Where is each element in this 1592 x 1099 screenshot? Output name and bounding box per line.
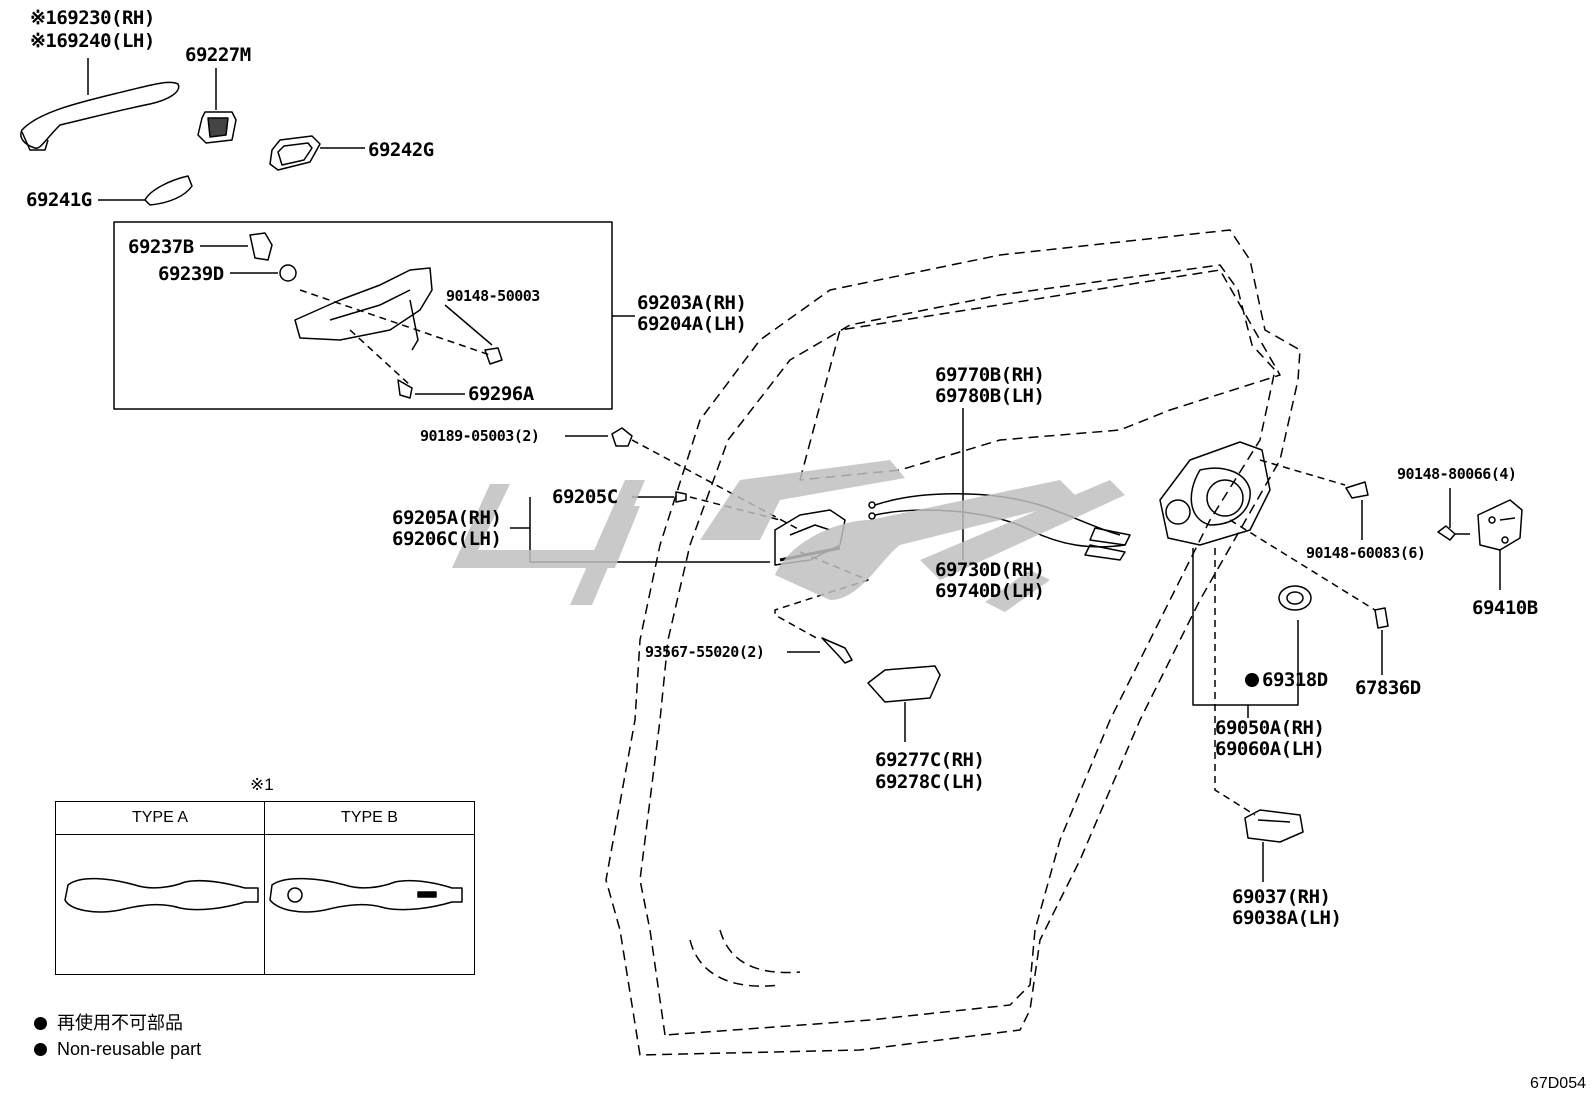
- label-69206c: 69206C(LH): [392, 528, 502, 550]
- label-69277c: 69277C(RH): [875, 749, 985, 771]
- label-69241g: 69241G: [26, 189, 92, 211]
- label-69038a: 69038A(LH): [1232, 907, 1342, 929]
- gasket-69242g-drawing: [269, 135, 365, 171]
- part-67836d-drawing: [1374, 607, 1389, 675]
- label-69730d: 69730D(RH): [935, 559, 1045, 581]
- part-69241g-drawing: [98, 175, 193, 206]
- legend-jp: 再使用不可部品: [34, 1012, 183, 1034]
- label-69237b: 69237B: [128, 236, 194, 258]
- label-69050a: 69050A(RH): [1215, 717, 1325, 739]
- door-outline: [605, 229, 1301, 1056]
- label-69278c: 69278C(LH): [875, 771, 985, 793]
- bracket-69050a: [1192, 548, 1299, 706]
- door-lock-drawing: [1159, 441, 1376, 816]
- label-69227m: 69227M: [185, 44, 251, 66]
- diagram-code: 67D054: [1529, 1075, 1586, 1092]
- label-69296a: 69296A: [468, 383, 534, 405]
- legend-jp-text: 再使用不可部品: [57, 1013, 183, 1033]
- type-b-header: TYPE B: [265, 802, 474, 835]
- part-69239d-drawing: [230, 264, 297, 282]
- legend-en: Non-reusable part: [34, 1038, 201, 1060]
- label-69060a: 69060A(LH): [1215, 738, 1325, 760]
- cover-69277c-drawing: [867, 665, 941, 742]
- bullet-dot-icon: [34, 1017, 47, 1030]
- legend-en-text: Non-reusable part: [57, 1039, 202, 1059]
- outside-handle-drawing: [20, 58, 180, 151]
- handle-frame-drawing: [294, 267, 491, 386]
- label-69740d: 69740D(LH): [935, 580, 1045, 602]
- ring-69318d-drawing: [1278, 585, 1312, 611]
- label-69037: 69037(RH): [1232, 886, 1331, 908]
- label-69205c: 69205C: [552, 486, 618, 508]
- label-69240: ※169240(LH): [30, 30, 155, 52]
- label-69203a: 69203A(RH): [637, 292, 747, 314]
- label-90189: 90189-05003(2): [420, 427, 540, 445]
- label-69230: ※169230(RH): [30, 7, 155, 29]
- type-table-divider: [264, 802, 265, 974]
- bullet-dot-icon: [34, 1043, 47, 1056]
- part-69227m-drawing: [197, 68, 237, 144]
- striker-69410b-drawing: [1477, 499, 1523, 590]
- label-69205a: 69205A(RH): [392, 507, 502, 529]
- label-90148-80066: 90148-80066(4): [1397, 465, 1517, 483]
- screw-90148-50003-drawing: [444, 304, 503, 365]
- handle-type-table: TYPE A TYPE B: [55, 801, 475, 975]
- screw-69296a-drawing: [397, 379, 465, 399]
- handle-type-b-silhouette: [269, 877, 463, 913]
- label-69770b: 69770B(RH): [935, 364, 1045, 386]
- latch-69037-drawing: [1244, 809, 1304, 882]
- handle-type-a-silhouette: [64, 877, 259, 913]
- screw-93567-drawing: [787, 637, 853, 664]
- type-note-marker: ※1: [250, 775, 274, 794]
- watermark-logo: [452, 460, 1125, 612]
- screw-90148-80066-drawing: [1345, 481, 1470, 541]
- label-69318d: 69318D: [1245, 670, 1328, 690]
- label-69204a: 69204A(LH): [637, 313, 747, 335]
- label-93567: 93567-55020(2): [645, 643, 765, 661]
- label-69242g: 69242G: [368, 139, 434, 161]
- label-90148-60083: 90148-60083(6): [1306, 544, 1426, 562]
- label-69780b: 69780B(LH): [935, 385, 1045, 407]
- label-90148-50003: 90148-50003: [446, 287, 540, 305]
- part-69237b-drawing: [200, 232, 273, 261]
- type-a-header: TYPE A: [56, 802, 265, 835]
- label-69410b: 69410B: [1472, 597, 1538, 619]
- label-69318d-text: 69318D: [1262, 669, 1328, 691]
- label-69239d: 69239D: [158, 263, 224, 285]
- non-reusable-dot-icon: [1245, 673, 1259, 687]
- label-67836d: 67836D: [1355, 677, 1421, 699]
